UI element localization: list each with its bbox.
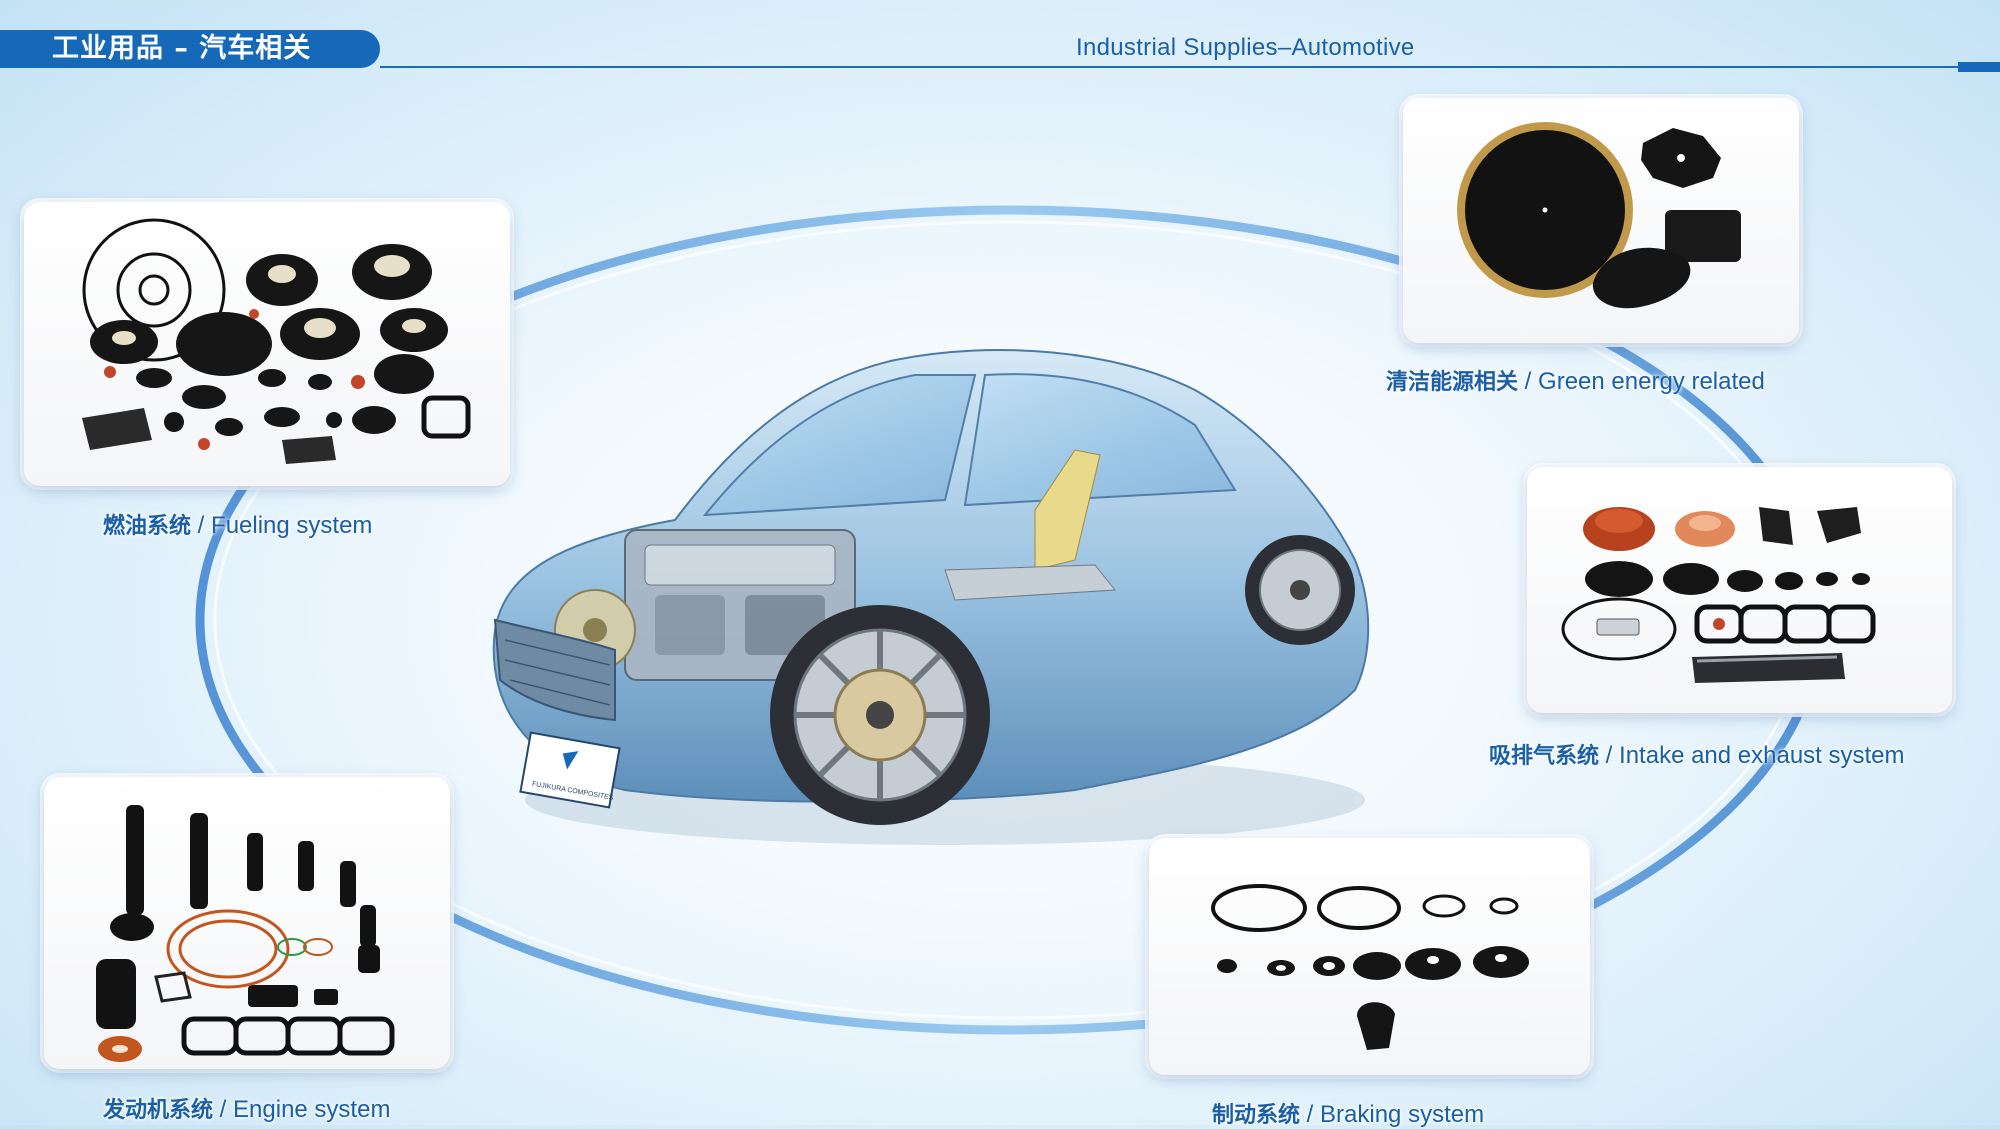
caption-engine-sep: / xyxy=(213,1096,234,1123)
caption-intake-sep: / xyxy=(1599,742,1620,769)
header-title-en: Industrial Supplies–Automotive xyxy=(1076,34,1415,61)
card-engine-system xyxy=(44,777,450,1069)
caption-intake-exhaust: 吸排气系统 / Intake and exhaust system xyxy=(1489,738,1905,770)
caption-fueling-en: Fueling system xyxy=(211,512,373,539)
caption-fueling: 燃油系统 / Fueling system xyxy=(103,508,372,540)
caption-engine-en: Engine system xyxy=(233,1096,391,1123)
caption-green-cn: 清洁能源相关 xyxy=(1386,370,1519,395)
card-green-energy xyxy=(1403,98,1799,343)
caption-braking-en: Braking system xyxy=(1320,1101,1485,1128)
caption-braking: 制动系统 / Braking system xyxy=(1212,1097,1484,1129)
caption-green-en: Green energy related xyxy=(1538,368,1765,395)
fueling-parts-image xyxy=(82,218,471,464)
header-divider xyxy=(380,66,1960,68)
caption-intake-cn: 吸排气系统 xyxy=(1489,744,1600,769)
caption-intake-en: Intake and exhaust system xyxy=(1619,742,1905,769)
green-energy-parts-image xyxy=(1457,122,1741,309)
caption-fueling-sep: / xyxy=(191,512,212,539)
braking-parts-image xyxy=(1211,884,1529,1050)
caption-green-sep: / xyxy=(1518,368,1539,395)
engine-parts-image xyxy=(96,805,395,1062)
caption-fueling-cn: 燃油系统 xyxy=(103,514,192,539)
caption-engine-cn: 发动机系统 xyxy=(103,1098,214,1123)
caption-braking-cn: 制动系统 xyxy=(1212,1103,1301,1128)
intake-exhaust-parts-image xyxy=(1561,507,1876,683)
card-intake-exhaust xyxy=(1527,467,1952,713)
caption-braking-sep: / xyxy=(1300,1101,1321,1128)
caption-engine: 发动机系统 / Engine system xyxy=(103,1092,390,1124)
header-end-bar xyxy=(1958,62,2000,72)
card-fueling-system xyxy=(24,202,510,486)
header-title-cn: 工业用品 – 汽车相关 xyxy=(52,33,312,64)
caption-green-energy: 清洁能源相关 / Green energy related xyxy=(1386,364,1765,396)
car-cutaway-image: FUJIKURA COMPOSITES xyxy=(492,349,1370,845)
header-title-tab: 工业用品 – 汽车相关 xyxy=(0,30,380,68)
card-braking-system xyxy=(1149,838,1590,1075)
